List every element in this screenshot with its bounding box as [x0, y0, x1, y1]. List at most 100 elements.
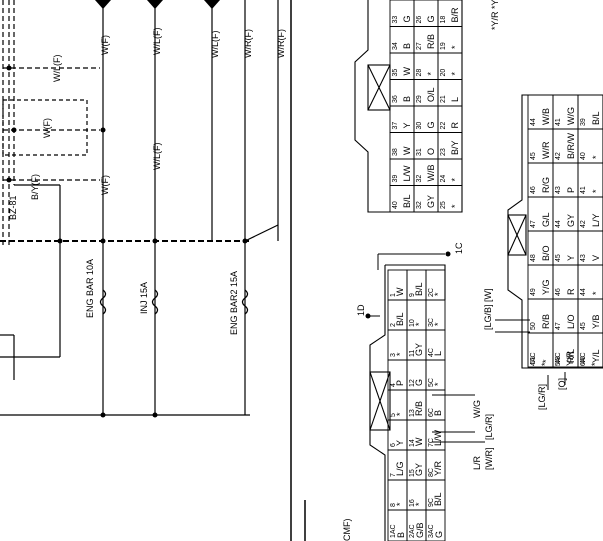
pin-number: 49 [530, 288, 537, 296]
pin-number: 26 [416, 16, 423, 24]
pin-wire-color: G/B [415, 522, 425, 538]
pin-wire-color: B/L [402, 194, 412, 208]
pin-wire-color: G/L [541, 212, 551, 227]
pin-wire-color: * [450, 72, 460, 76]
pin-number: 43 [580, 254, 587, 262]
pin-wire-color: * [540, 362, 550, 366]
pin-number: 45 [530, 152, 537, 160]
pin-number: 40 [392, 201, 399, 209]
pin-number: 2AC [409, 524, 416, 538]
pin-wire-color: * [395, 352, 405, 356]
pin-wire-color: * [433, 322, 443, 326]
pin-wire-color: B/L [591, 111, 601, 125]
ref-dots [365, 251, 451, 319]
fuse-label: ENG BAR 10A [85, 259, 95, 318]
pin-number: 36 [392, 95, 399, 103]
pin-wire-color: P [395, 380, 405, 386]
pin-wire-color: * [414, 322, 424, 326]
pin-wire-color: * [591, 189, 601, 193]
pin-wire-color: L/W [402, 165, 412, 182]
note-lgr2: [LG/R] [484, 414, 494, 440]
pin-number: 3AC [428, 524, 435, 538]
pin-number: 15 [409, 469, 416, 477]
pin-number: 14 [409, 439, 416, 447]
ref-cmf: CMF) [342, 519, 352, 541]
pin-wire-color: G [402, 15, 412, 22]
pin-number: 41 [580, 186, 587, 194]
note-lr: L/R [472, 455, 482, 470]
fuse-label: ENG BAR2 15A [229, 271, 239, 335]
pin-number: 46 [530, 186, 537, 194]
connector-mid-grid: 1W2B/L3*4P5*6Y7L/G8*9B/L10*11GY12G13R/B1… [387, 269, 446, 541]
note-wr: [W/R] [484, 448, 494, 471]
pin-wire-color: V [591, 255, 601, 261]
pin-wire-color: GY [426, 195, 436, 208]
pin-wire-color: L/Y [591, 213, 601, 227]
pin-number: 45 [580, 322, 587, 330]
pin-number: 50 [530, 322, 537, 330]
pin-number: 12 [409, 379, 416, 387]
pin-wire-color: B/L [433, 492, 443, 506]
pin-wire-color: Y/R [565, 350, 575, 366]
pin-number: 29 [416, 95, 423, 103]
pin-number: 20 [440, 69, 447, 77]
wire-label: W(F) [42, 118, 52, 138]
pin-number: 40 [580, 152, 587, 160]
pin-wire-color: * [450, 178, 460, 182]
pin-wire-color: G [434, 531, 444, 538]
pin-wire-color: GY [414, 463, 424, 476]
reference-labels: *Y/R *Y/G 1C 1D CMF) [342, 0, 500, 541]
pin-wire-color: B/R [450, 7, 460, 23]
connector-right [507, 94, 603, 369]
pin-wire-color: W/B [541, 108, 551, 125]
pin-wire-color: B/R/W [566, 132, 576, 159]
pin-wire-color: Y [402, 122, 412, 128]
pin-number: 47 [530, 220, 537, 228]
pin-number: 44 [555, 220, 562, 228]
pin-wire-color: B [402, 96, 412, 102]
wire-label: W/L(F) [152, 28, 162, 56]
pin-number: 8 [390, 503, 397, 507]
pin-number: 16 [409, 499, 416, 507]
pin-cell [425, 509, 446, 541]
arrow-icon [147, 0, 163, 9]
pin-number: 2C [428, 288, 435, 297]
wire-label: W(F) [100, 35, 110, 55]
pin-number: 11 [409, 350, 416, 357]
fuse-label: INJ 15A [139, 282, 149, 314]
pin-number: 3C [428, 318, 435, 327]
pin-number: 44 [580, 288, 587, 296]
ref-1d: 1D [356, 304, 366, 316]
arrow-icon [204, 0, 220, 9]
pin-wire-color: B/O [541, 245, 551, 261]
pin-wire-color: L/W [433, 429, 443, 446]
pin-number: 23 [440, 148, 447, 156]
pin-cell [577, 332, 603, 368]
pin-number: 8C [428, 468, 435, 477]
pin-number: 43 [555, 186, 562, 194]
pin-wire-color: Y/B [591, 314, 601, 329]
pin-wire-color: L/G [395, 461, 405, 476]
arrow-icon [95, 0, 111, 9]
pin-wire-color: O [426, 148, 436, 155]
pin-wire-color: W [402, 146, 412, 155]
pin-wire-color: G [414, 379, 424, 386]
wire-label: W/L(F) [210, 31, 220, 59]
note-lgr: [LG/R] [537, 384, 547, 410]
wire-label: W(F) [100, 175, 110, 195]
pin-wire-color: L [450, 97, 460, 102]
pin-wire-color: W [395, 287, 405, 296]
ref-leaders [368, 253, 445, 317]
pin-wire-color: Y/G [541, 279, 551, 295]
pin-number: 30 [416, 122, 423, 130]
wire-label: W/L(F) [152, 143, 162, 171]
pin-number: 44 [530, 118, 537, 126]
pin-number: 39 [580, 118, 587, 126]
pin-number: 9 [409, 293, 416, 297]
pin-wire-color: * [450, 204, 460, 208]
pin-wire-color: B [402, 43, 412, 49]
pin-wire-color: GY [414, 343, 424, 356]
pin-number: 32 [416, 175, 423, 183]
